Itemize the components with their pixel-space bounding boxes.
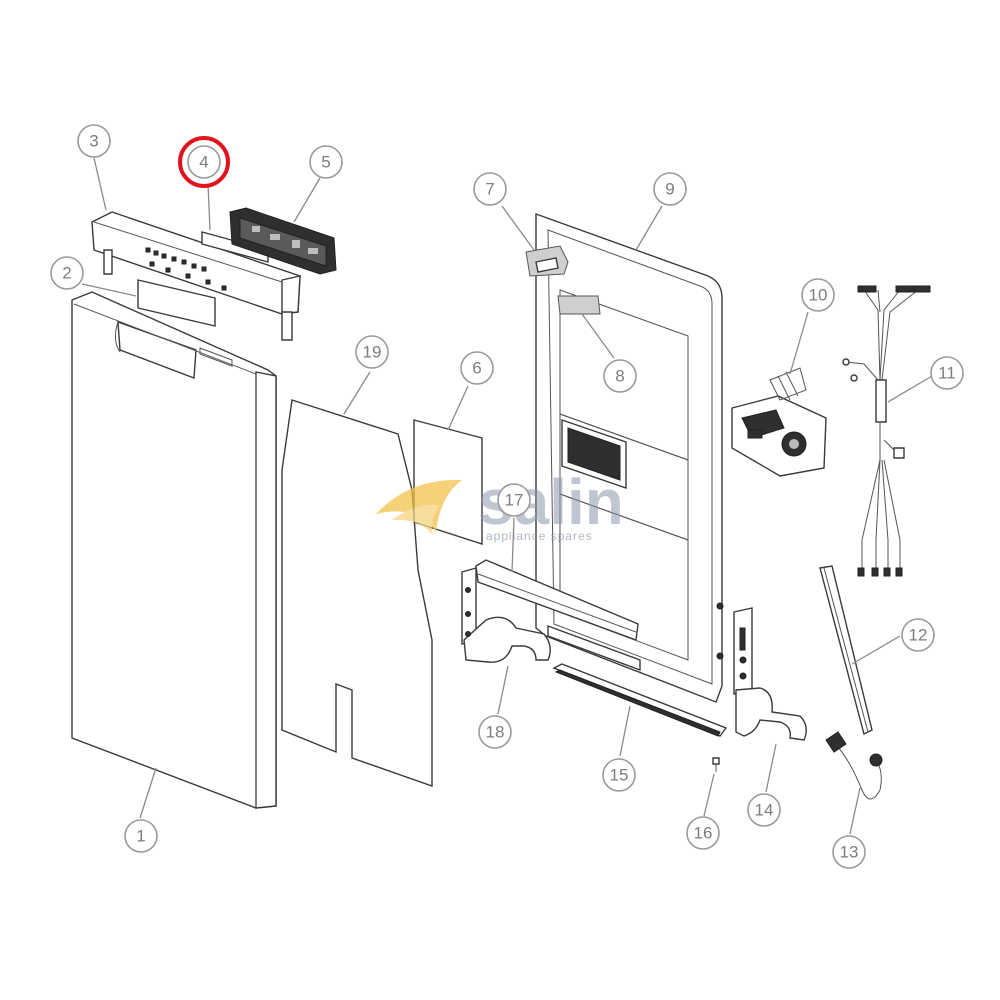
callout-16[interactable]: 16	[686, 816, 720, 850]
callout-5[interactable]: 5	[309, 145, 343, 179]
callout-18[interactable]: 18	[478, 715, 512, 749]
callout-label: 1	[136, 827, 145, 846]
callout-14[interactable]: 14	[747, 793, 781, 827]
part-18-left-hinge	[462, 568, 550, 662]
part-9-inner-door	[536, 214, 723, 702]
part-15-bottom-strip	[554, 664, 726, 736]
control-buttons	[146, 248, 226, 290]
part-16-screw	[713, 758, 719, 772]
part-17-rail	[476, 560, 640, 670]
callout-label: 2	[62, 264, 71, 283]
callout-3[interactable]: 3	[77, 124, 111, 158]
callout-11[interactable]: 11	[930, 356, 964, 390]
callout-19[interactable]: 19	[355, 335, 389, 369]
callout-label: 12	[909, 626, 928, 645]
callout-12[interactable]: 12	[901, 618, 935, 652]
callout-1[interactable]: 1	[124, 819, 158, 853]
callouts: 1 2 3 4 5 6 7 8	[50, 124, 964, 869]
part-1-outer-door-panel	[72, 292, 276, 808]
callout-13[interactable]: 13	[832, 835, 866, 869]
part-8-latch-cover	[558, 296, 600, 314]
part-7-latch	[526, 246, 568, 276]
callout-label: 3	[89, 132, 98, 151]
callout-label: 9	[665, 180, 674, 199]
callout-17[interactable]: 17	[497, 483, 531, 517]
callout-label: 17	[505, 491, 524, 510]
salin-watermark: salin appliance spares	[376, 466, 624, 543]
callout-6[interactable]: 6	[460, 351, 494, 385]
callout-7[interactable]: 7	[473, 172, 507, 206]
leader-lines	[81, 157, 933, 835]
callout-10[interactable]: 10	[801, 278, 835, 312]
callout-15[interactable]: 15	[602, 758, 636, 792]
part-5-control-board	[230, 208, 336, 274]
part-13-cable	[826, 732, 882, 799]
callout-label: 16	[694, 824, 713, 843]
callout-label: 19	[363, 343, 382, 362]
part-14-right-hinge	[734, 608, 806, 740]
callout-label: 15	[610, 766, 629, 785]
part-2-label-strip	[138, 280, 215, 326]
callout-2[interactable]: 2	[50, 256, 84, 290]
part-3-control-panel-fascia	[92, 212, 300, 340]
part-11-wiring-harness	[843, 286, 930, 576]
watermark-tagline: appliance spares	[486, 529, 593, 543]
callout-label: 11	[938, 364, 956, 383]
callout-label: 13	[840, 843, 859, 862]
callout-label: 7	[485, 180, 494, 199]
callout-4-highlighted[interactable]: 4	[178, 136, 230, 188]
callout-8[interactable]: 8	[603, 359, 637, 393]
callout-label: 5	[321, 153, 330, 172]
callout-9[interactable]: 9	[653, 172, 687, 206]
callout-label: 6	[472, 359, 481, 378]
watermark-swoosh-logo	[376, 479, 462, 534]
part-10-dispenser	[732, 368, 826, 476]
callout-label: 18	[486, 723, 505, 742]
part-12-spring-rod	[820, 566, 872, 734]
highlight-ring	[178, 136, 230, 188]
callout-label: 10	[809, 286, 828, 305]
callout-label: 8	[615, 367, 624, 386]
callout-label: 14	[755, 801, 774, 820]
callout-label: 4	[199, 153, 208, 172]
part-19-insulation-sheet	[282, 400, 432, 786]
